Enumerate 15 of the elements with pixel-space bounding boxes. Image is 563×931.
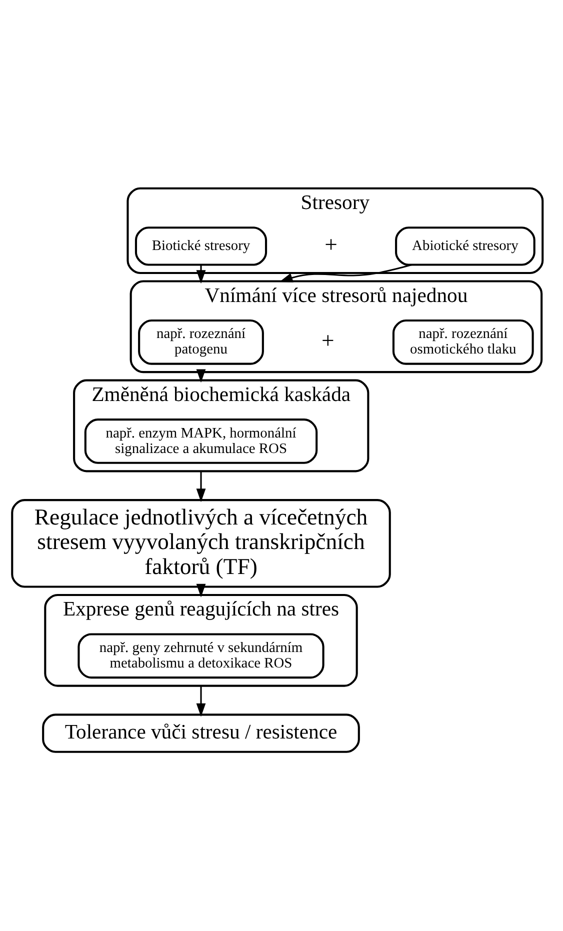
node-box: Abiotické stresory: [395, 226, 536, 266]
arrow: [196, 685, 206, 716]
node-box: např. geny zehrnuté v sekundárním metabolismu a detoxikace ROS: [78, 632, 324, 678]
arrow: [196, 583, 206, 597]
node-box: např. rozeznání osmotického tlaku: [392, 318, 534, 364]
arrow: [196, 368, 206, 382]
arrow: [279, 264, 412, 282]
arrow: [196, 264, 206, 284]
node-box: např. enzym MAPK, hormonální signalizace a akumulace ROS: [84, 418, 318, 464]
label: +: [322, 327, 334, 352]
node-box: Tolerance vůči stresu / resistence: [42, 713, 360, 752]
node-box: např. rozeznání patogenu: [138, 318, 264, 364]
label: +: [324, 231, 338, 256]
arrow: [196, 470, 206, 502]
node-box: Biotické stresory: [134, 226, 268, 266]
